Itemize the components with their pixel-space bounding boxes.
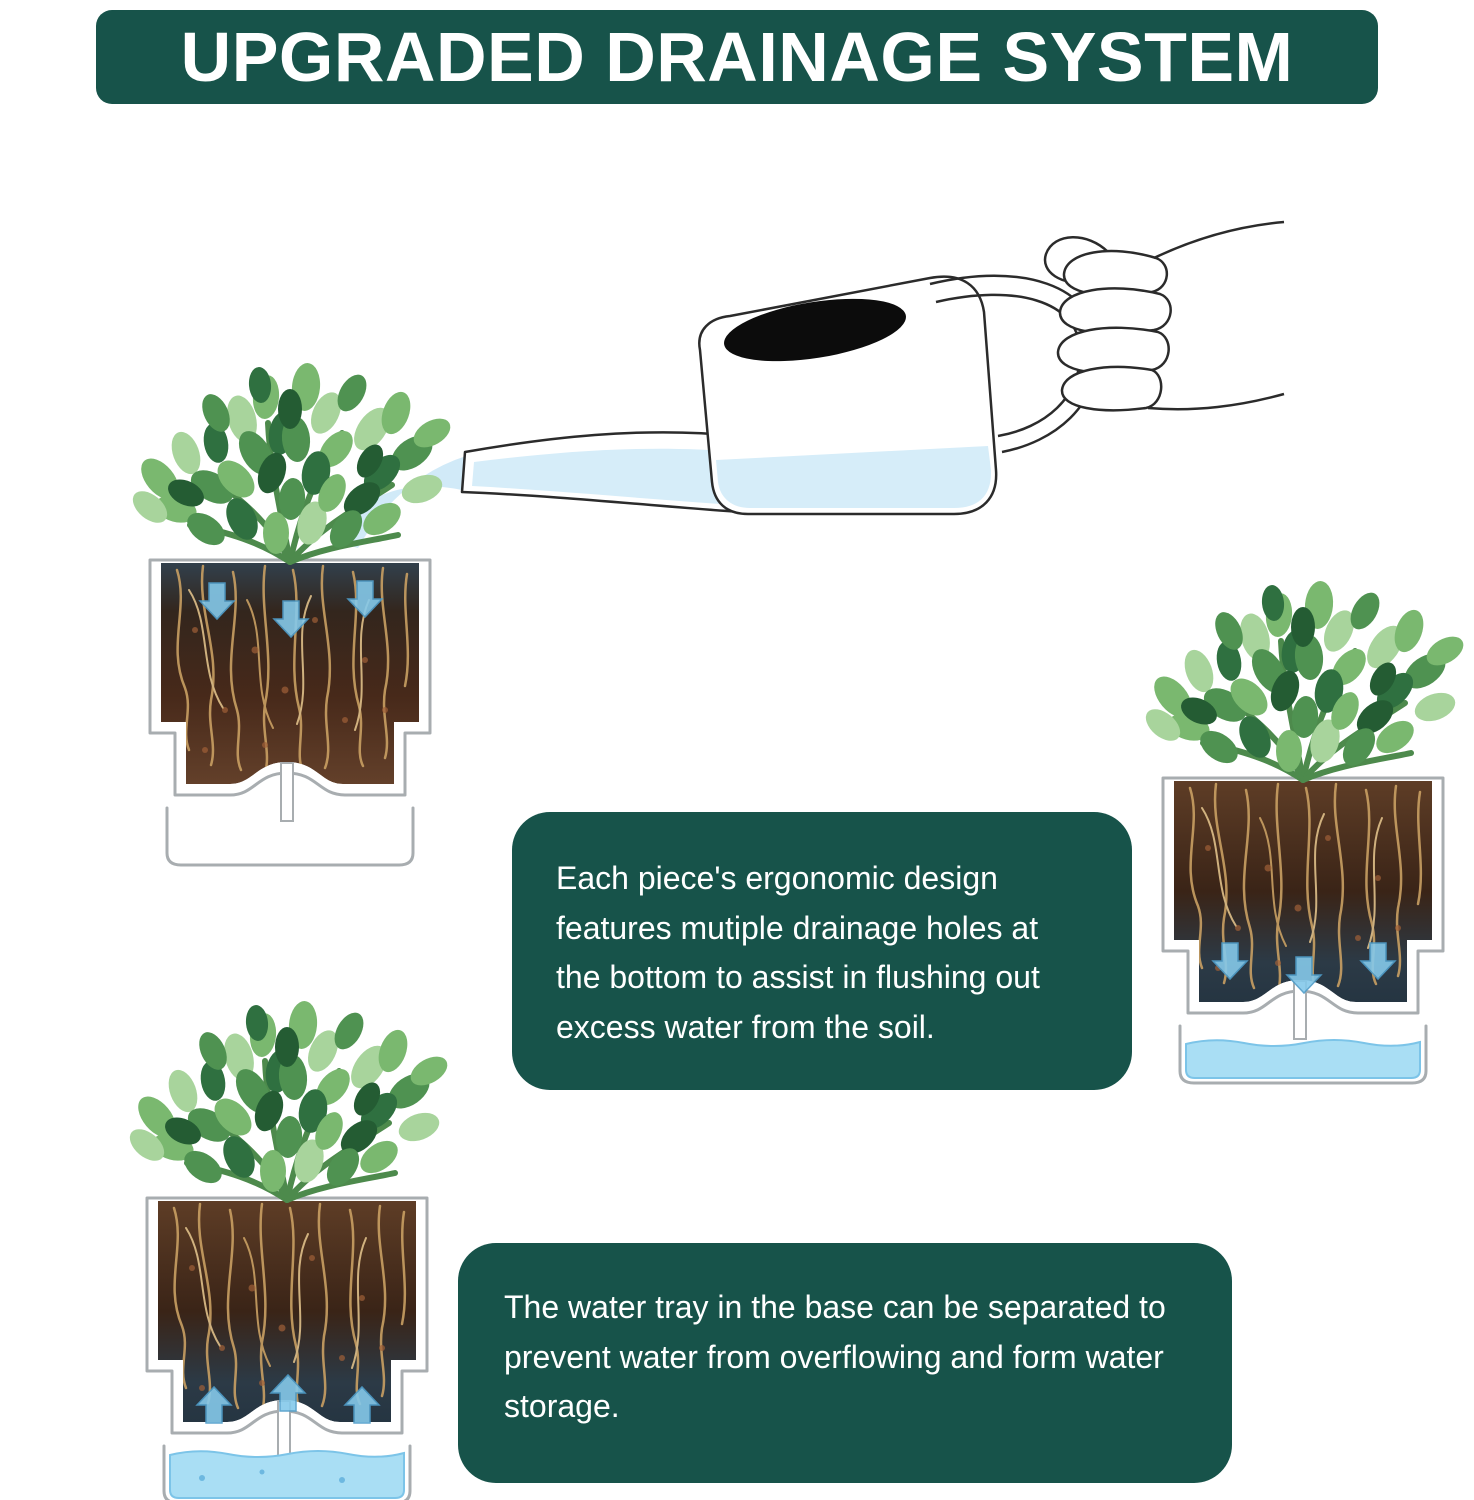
pot-cross-section-drainage [1140, 580, 1468, 1085]
spout-water [472, 448, 738, 505]
soil-cross-section [161, 563, 419, 784]
callout-water-tray: The water tray in the base can be separa… [458, 1243, 1232, 1483]
drainage-arrows-down [1212, 942, 1396, 994]
soil-cross-section [1174, 781, 1432, 1002]
pot-body [145, 1196, 429, 1435]
drain-tube [277, 1400, 291, 1460]
callout-drainage: Each piece's ergonomic design features m… [512, 812, 1132, 1090]
can-body [698, 275, 998, 516]
water-tray [162, 1444, 412, 1500]
roots [172, 1202, 407, 1414]
tray-water [1185, 1039, 1421, 1079]
pot-body [1161, 776, 1445, 1015]
tray-water [169, 1450, 405, 1499]
can-opening [724, 298, 906, 362]
watering-can-illustration [330, 220, 1285, 548]
jade-plant [1140, 580, 1468, 780]
soil-cross-section [158, 1201, 416, 1422]
pot-cross-section-watering [127, 362, 455, 867]
page-title: UPGRADED DRAINAGE SYSTEM [180, 18, 1294, 96]
pot-cross-section-water-storage [124, 1000, 452, 1500]
can-spout [460, 431, 742, 514]
roots [1188, 782, 1423, 994]
jade-plant [127, 362, 455, 562]
drain-tube [1293, 980, 1307, 1040]
callout-water-tray-text: The water tray in the base can be separa… [504, 1289, 1166, 1425]
water-tray [165, 806, 415, 867]
pot-body [148, 558, 432, 797]
wicking-arrows-up [196, 1374, 380, 1424]
header-banner: UPGRADED DRAINAGE SYSTEM [96, 10, 1378, 104]
can-water [716, 446, 992, 508]
water-bubbles [199, 1469, 345, 1483]
roots [175, 564, 410, 776]
drain-tube [280, 762, 294, 822]
jade-plant [124, 1000, 452, 1200]
water-stream [330, 456, 466, 548]
can-handle [929, 274, 1100, 454]
water-tray [1178, 1024, 1428, 1085]
hand-icon [1043, 220, 1285, 412]
water-flow-arrows-down [199, 580, 383, 638]
callout-drainage-text: Each piece's ergonomic design features m… [556, 860, 1040, 1045]
